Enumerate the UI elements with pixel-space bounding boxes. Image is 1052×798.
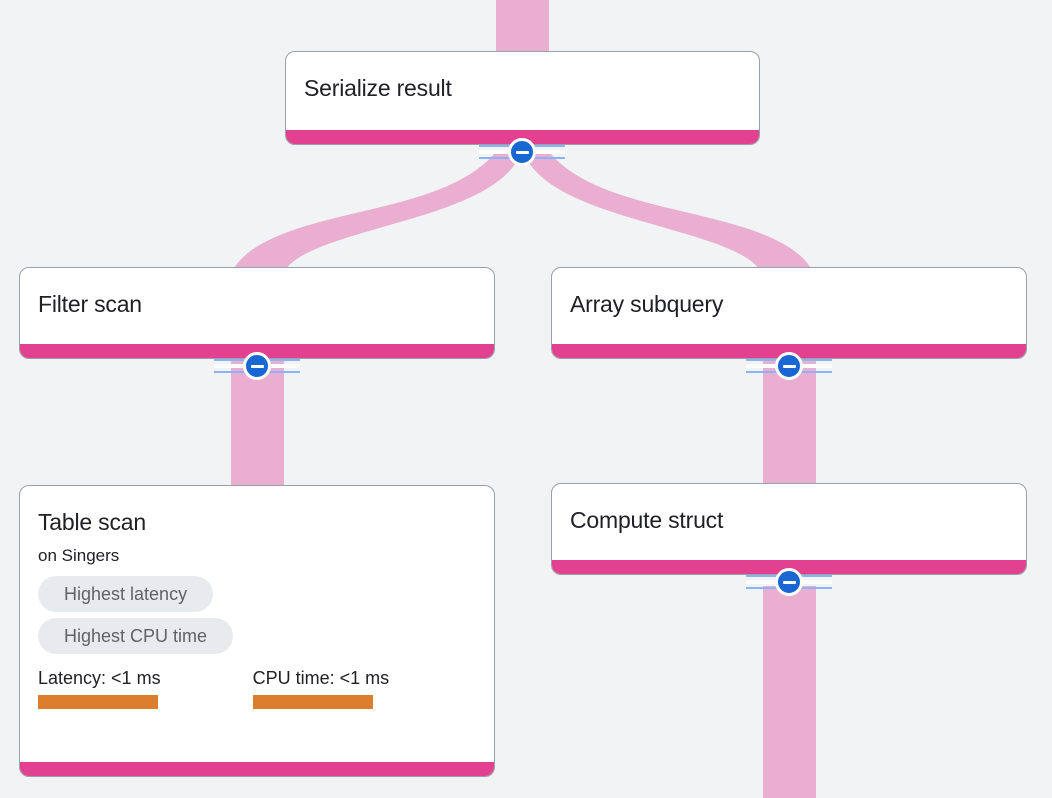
metric-cpu-time: CPU time: <1 ms [252,667,390,709]
metric-latency-label: Latency: <1 ms [38,668,161,688]
node-content: Serialize result [286,52,759,130]
node-badges: Highest latency Highest CPU time [38,576,234,654]
node-content: Array subquery [552,268,1026,344]
node-accent-bar [20,344,494,358]
node-compute-struct[interactable]: Compute struct [551,483,1027,575]
node-accent-bar [552,344,1026,358]
collapse-toggle-serialize-result[interactable] [479,137,565,167]
badge-highest-latency: Highest latency [38,576,214,612]
node-filter-scan[interactable]: Filter scan [19,267,495,359]
metric-cpu-time-bar [252,695,373,709]
collapse-toggle-filter-scan[interactable] [214,351,300,381]
node-title: Compute struct [570,507,724,533]
edge-serialize-to-filter [232,152,522,272]
metric-latency: Latency: <1 ms [38,667,161,709]
node-accent-bar [286,130,759,144]
node-content: Table scan on Singers Highest latency Hi… [20,486,494,762]
minus-icon[interactable] [243,352,271,380]
metric-cpu-time-label: CPU time: <1 ms [252,668,390,688]
node-accent-bar [20,762,494,776]
badge-highest-cpu-time: Highest CPU time [38,618,234,654]
node-accent-bar [552,560,1026,574]
node-array-subquery[interactable]: Array subquery [551,267,1027,359]
node-title: Serialize result [304,75,452,101]
metric-latency-bar [38,695,158,709]
minus-icon[interactable] [508,138,536,166]
collapse-toggle-compute-struct[interactable] [746,567,832,597]
node-serialize-result[interactable]: Serialize result [285,51,760,145]
node-content: Filter scan [20,268,494,344]
node-subtitle: on Singers [38,546,120,565]
edge-stub-top [496,0,549,52]
node-table-scan[interactable]: Table scan on Singers Highest latency Hi… [19,485,495,777]
node-title: Array subquery [570,291,724,317]
node-title: Filter scan [38,291,142,317]
edge-serialize-to-array [523,152,813,272]
minus-icon[interactable] [775,352,803,380]
node-metrics: Latency: <1 ms CPU time: <1 ms [38,667,389,709]
minus-icon[interactable] [775,568,803,596]
collapse-toggle-array-subquery[interactable] [746,351,832,381]
node-title: Table scan [38,509,146,535]
node-content: Compute struct [552,484,1026,560]
edge-stub-bottom [763,586,816,798]
